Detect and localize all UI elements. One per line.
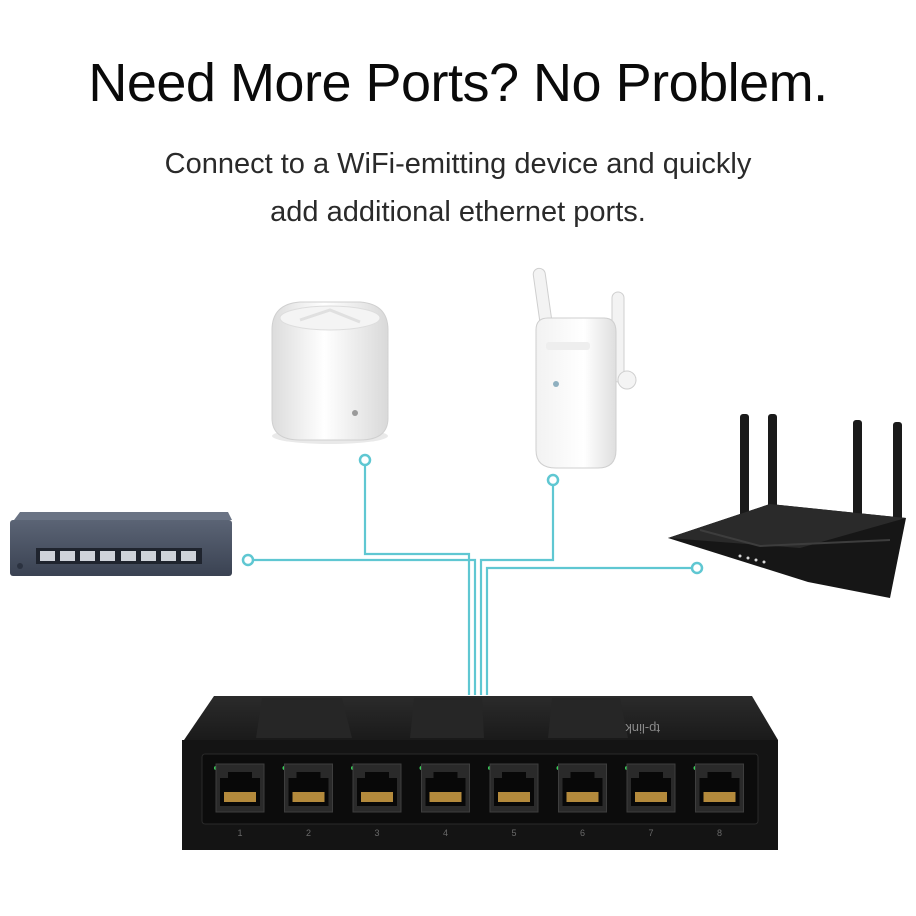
wifi-router [668,414,906,598]
port-number-label: 6 [580,828,585,838]
port-number-label: 1 [237,828,242,838]
ethernet-port-8: 8 [693,763,744,838]
subtitle-line-2: add additional ethernet ports. [270,196,646,228]
node-mesh-unit [358,453,372,467]
node-extender [546,473,560,487]
port-number-label: 4 [443,828,448,838]
headline: Need More Ports? No Problem. [88,53,828,113]
mesh-wifi-unit [271,301,389,444]
port-number-label: 7 [648,828,653,838]
ethernet-port-3: 3 [351,763,402,838]
port-number-label: 2 [306,828,311,838]
port-number-label: 8 [717,828,722,838]
steel-desktop-switch [10,512,232,576]
line-to-router [485,566,697,695]
connector-nodes [241,453,704,575]
switch-brand-text: tp-link [625,721,660,736]
node-steel-switch [241,553,255,567]
line-to-steel-switch [248,558,477,695]
node-router [690,561,704,575]
range-extender [532,267,637,469]
ethernet-port-6: 6 [556,763,607,838]
ethernet-port-1: 1 [214,763,265,838]
port-number-label: 5 [511,828,516,838]
ethernet-port-5: 5 [488,763,539,838]
connector-lines [248,460,697,695]
eight-port-switch: tp-link 1 2 3 4 5 6 7 8 [182,696,778,850]
line-to-mesh-unit [363,460,471,695]
line-to-extender [479,480,555,695]
port-number-label: 3 [374,828,379,838]
subtitle-line-1: Connect to a WiFi-emitting device and qu… [164,148,752,180]
ethernet-port-2: 2 [282,763,333,838]
switch-ports: 1 2 3 4 5 6 7 8 [214,763,744,838]
ethernet-port-4: 4 [419,763,470,838]
ethernet-port-7: 7 [625,763,676,838]
